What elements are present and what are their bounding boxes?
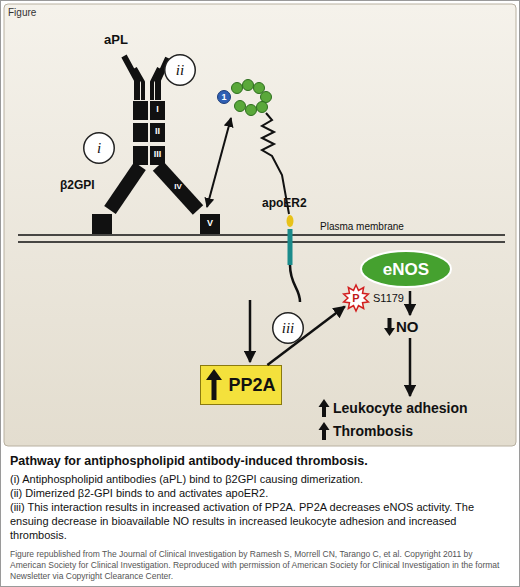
membrane-label: Plasma membrane	[320, 221, 404, 233]
caption-line: (i) Antiphospholipid antibodies (aPL) bi…	[10, 472, 510, 486]
enzyme-box-shape	[201, 366, 282, 405]
credit-note: Figure republished from The Journal of C…	[10, 549, 510, 582]
molecule-label: NO	[396, 318, 419, 335]
enzyme-box-content: PP2A	[200, 365, 282, 405]
step-circle: ii	[164, 54, 196, 86]
step-circle-text: iii	[282, 321, 295, 336]
decrease-arrow	[384, 318, 395, 336]
step-circle-shape	[273, 313, 304, 344]
enzyme-oval: eNOS	[360, 250, 452, 288]
step-circle: i	[83, 132, 115, 164]
step-circle-text: i	[97, 141, 101, 156]
signal-arrow	[409, 291, 412, 315]
domain-number: II	[150, 126, 165, 136]
domain-box	[92, 214, 112, 234]
increase-arrow	[319, 399, 330, 417]
molecule-label: aPL	[104, 33, 128, 48]
domain-box	[133, 123, 148, 142]
domain-number: III	[150, 149, 165, 159]
domain-box	[133, 146, 148, 165]
antibody-chain	[124, 56, 137, 100]
step-circle-content: iii	[272, 312, 304, 344]
step-circle: iii	[272, 312, 304, 344]
outcome-label: Leukocyte adhesion	[333, 400, 468, 416]
transmembrane-segment	[288, 229, 293, 265]
membrane-line	[18, 241, 505, 243]
molecule-label: β2GPI	[60, 179, 95, 193]
increase-arrow	[319, 422, 330, 440]
increase-arrow	[206, 369, 222, 400]
receptor-bead	[235, 101, 246, 112]
domain-number: I	[150, 104, 165, 114]
domain-box	[150, 101, 165, 120]
step-circle-content: ii	[164, 54, 196, 86]
enzyme-oval-content: eNOS	[360, 250, 452, 288]
residue-label: S1179	[373, 292, 404, 305]
signal-arrow	[249, 300, 252, 362]
step-circle-content: i	[83, 132, 115, 164]
receptor-segment	[287, 215, 294, 227]
phospho-star-text: P	[352, 293, 359, 304]
receptor-bead	[254, 83, 265, 94]
outcome-label: Thrombosis	[333, 423, 413, 439]
step-circle-text: ii	[176, 63, 184, 78]
receptor-tail	[290, 265, 300, 302]
figure-panel	[4, 4, 516, 446]
enzyme-box-text: PP2A	[228, 376, 275, 394]
domain-box	[200, 214, 220, 234]
domain-box	[133, 101, 148, 120]
connector-arrow	[267, 307, 344, 366]
receptor-bead	[257, 102, 268, 113]
caption-line: (ii) Dimerized β2-GPI binds to and activ…	[10, 486, 510, 500]
signal-arrow	[409, 338, 412, 396]
domain-box	[110, 166, 140, 210]
enzyme-oval-text: eNOS	[383, 261, 429, 278]
binding-arrow	[207, 118, 231, 207]
membrane-line	[18, 234, 505, 236]
enzyme-box: PP2A	[200, 365, 282, 405]
step-circle-shape	[165, 55, 196, 86]
phospho-star: P	[342, 284, 370, 312]
receptor-bead-shape	[218, 91, 231, 104]
receptor-bead	[232, 83, 243, 94]
phospho-star-content: P	[342, 284, 370, 312]
receptor-bead	[261, 92, 272, 103]
figure-title: Pathway for antiphospholipid antibody-in…	[10, 454, 510, 469]
caption-line: (iii) This interaction results in increa…	[10, 500, 510, 542]
receptor-bead-text: 1	[221, 93, 226, 102]
domain-box	[150, 123, 165, 142]
antibody-chain	[152, 68, 159, 100]
receptor-bead-content: 1	[217, 90, 231, 104]
domain-box	[158, 166, 198, 210]
domain-number: V	[200, 218, 220, 228]
antibody-chain	[135, 68, 143, 100]
step-circle-shape	[84, 133, 115, 164]
figure-tag: Figure	[8, 7, 36, 19]
receptor-bead: 1	[217, 90, 231, 104]
receptor-bead	[246, 105, 257, 116]
domain-number: IV	[170, 182, 186, 191]
receptor-bead	[243, 80, 254, 91]
molecule-label: apoER2	[262, 197, 307, 211]
phospho-star-shape	[344, 285, 369, 311]
enzyme-oval-shape	[361, 251, 451, 287]
